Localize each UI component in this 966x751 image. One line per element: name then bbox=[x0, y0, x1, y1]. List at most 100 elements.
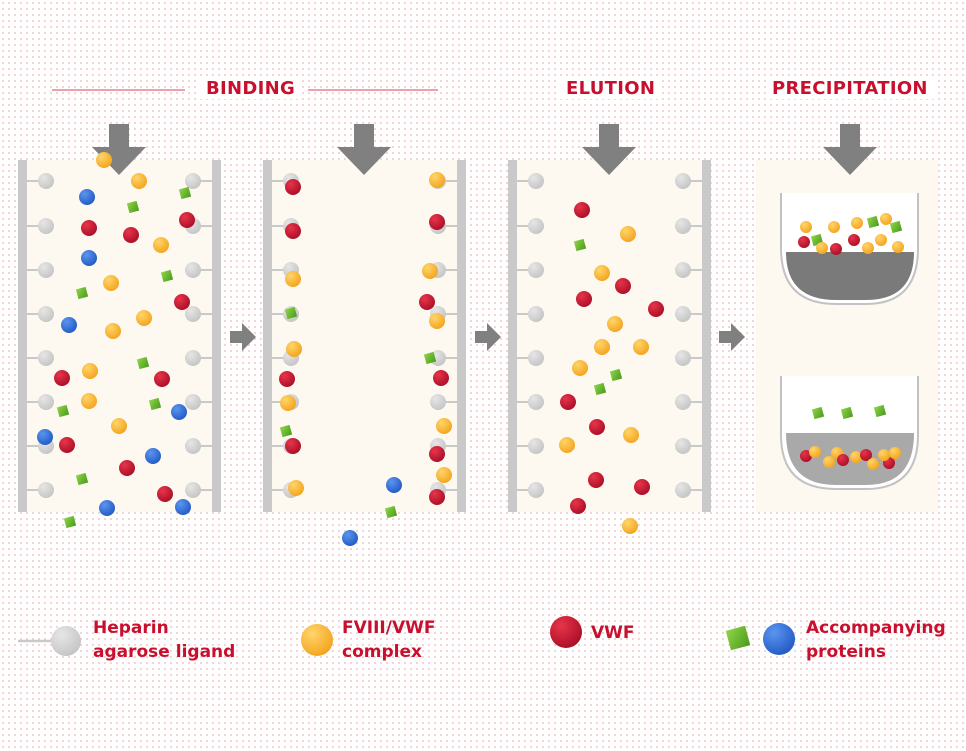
binding-line-right bbox=[308, 89, 438, 91]
accompanying-green-bead bbox=[593, 382, 607, 396]
ligand-bead bbox=[675, 262, 691, 278]
complex-bead bbox=[800, 221, 812, 233]
accompanying-green-bead bbox=[279, 424, 293, 438]
accompanying-blue-bead bbox=[145, 448, 161, 464]
vwf-bead bbox=[848, 234, 860, 246]
complex-bead bbox=[851, 217, 863, 229]
accompanying-blue-bead bbox=[37, 429, 53, 445]
vwf-bead bbox=[837, 454, 849, 466]
protein-beads bbox=[37, 152, 664, 546]
accompanying-blue-bead bbox=[175, 499, 191, 515]
complex-bead bbox=[286, 341, 302, 357]
vwf-bead bbox=[157, 486, 173, 502]
vwf-bead bbox=[154, 371, 170, 387]
accompanying-green-bead bbox=[609, 368, 623, 382]
elution-column-bg bbox=[508, 160, 711, 512]
complex-bead bbox=[285, 271, 301, 287]
complex-bead bbox=[620, 226, 636, 242]
complex-bead bbox=[429, 313, 445, 329]
complex-bead bbox=[623, 427, 639, 443]
vwf-bead bbox=[54, 370, 70, 386]
ligand-bead bbox=[185, 394, 201, 410]
accompanying-green-bead bbox=[160, 269, 174, 283]
vwf-bead bbox=[615, 278, 631, 294]
ligand-bead bbox=[675, 306, 691, 322]
ligand-bead bbox=[430, 394, 446, 410]
complex-bead bbox=[633, 339, 649, 355]
ligand-bead bbox=[38, 218, 54, 234]
ligand-bead bbox=[675, 438, 691, 454]
accompanying-green-bead bbox=[126, 200, 140, 214]
vwf-bead bbox=[179, 212, 195, 228]
vwf-bead bbox=[560, 394, 576, 410]
vwf-bead bbox=[648, 301, 664, 317]
column-1-right-rail bbox=[212, 160, 221, 512]
ligand-bead bbox=[675, 394, 691, 410]
ligand-icon bbox=[18, 626, 81, 656]
accompanying-green-bead bbox=[75, 286, 89, 300]
vwf-bead bbox=[285, 438, 301, 454]
vwf-bead bbox=[588, 472, 604, 488]
complex-bead bbox=[823, 456, 835, 468]
complex-bead bbox=[280, 395, 296, 411]
complex-bead bbox=[153, 237, 169, 253]
ligand-bead bbox=[528, 173, 544, 189]
vwf-bead bbox=[574, 202, 590, 218]
ligand-bead bbox=[185, 438, 201, 454]
accompanying-green-bead bbox=[63, 515, 77, 529]
accompanying-blue-bead bbox=[99, 500, 115, 516]
accompanying-blue-bead bbox=[171, 404, 187, 420]
accompanying-blue-bead bbox=[342, 530, 358, 546]
complex-bead bbox=[867, 458, 879, 470]
ligand-bead bbox=[675, 482, 691, 498]
binding-header: BINDING bbox=[200, 78, 302, 99]
complex-bead bbox=[892, 241, 904, 253]
legend-accompanying: Accompanying proteins bbox=[806, 618, 946, 662]
beaker-icon bbox=[780, 376, 919, 490]
ligand-bead bbox=[185, 306, 201, 322]
accompanying-blue-bead bbox=[81, 250, 97, 266]
complex-bead bbox=[809, 446, 821, 458]
complex-bead bbox=[878, 449, 890, 461]
ligand-bead bbox=[675, 218, 691, 234]
vwf-bead bbox=[798, 236, 810, 248]
column-3-right-rail bbox=[702, 160, 711, 512]
vwf-bead bbox=[570, 498, 586, 514]
ligand-bead bbox=[38, 394, 54, 410]
ligand-bead bbox=[185, 173, 201, 189]
vwf-bead bbox=[123, 227, 139, 243]
complex-bead bbox=[136, 310, 152, 326]
accompanying-green-bead bbox=[178, 186, 192, 200]
ligand-bead bbox=[528, 350, 544, 366]
vwf-bead bbox=[285, 223, 301, 239]
vwf-bead bbox=[59, 437, 75, 453]
ligand-bead bbox=[528, 262, 544, 278]
complex-bead bbox=[288, 480, 304, 496]
green-protein-icon bbox=[725, 625, 751, 651]
complex-bead bbox=[607, 316, 623, 332]
vwf-bead bbox=[429, 446, 445, 462]
accompanying-green-bead bbox=[889, 220, 903, 234]
binding-line-left bbox=[52, 89, 185, 91]
complex-bead bbox=[816, 242, 828, 254]
ligand-bead bbox=[185, 350, 201, 366]
vwf-bead bbox=[860, 449, 872, 461]
complex-bead bbox=[111, 418, 127, 434]
complex-bead bbox=[880, 213, 892, 225]
complex-bead bbox=[429, 172, 445, 188]
ligand-bead bbox=[528, 482, 544, 498]
vwf-bead bbox=[429, 214, 445, 230]
legend-complex: FVIII/VWF complex bbox=[342, 618, 436, 662]
complex-bead bbox=[422, 263, 438, 279]
vwf-bead bbox=[81, 220, 97, 236]
vwf-bead bbox=[433, 370, 449, 386]
accompanying-green-bead bbox=[148, 397, 162, 411]
vwf-bead bbox=[576, 291, 592, 307]
accompanying-blue-bead bbox=[386, 477, 402, 493]
legend-vwf: VWF bbox=[591, 623, 635, 643]
ligand-bead bbox=[185, 262, 201, 278]
ligand-bead bbox=[528, 306, 544, 322]
ligand-bead bbox=[38, 173, 54, 189]
accompanying-blue-bead bbox=[79, 189, 95, 205]
